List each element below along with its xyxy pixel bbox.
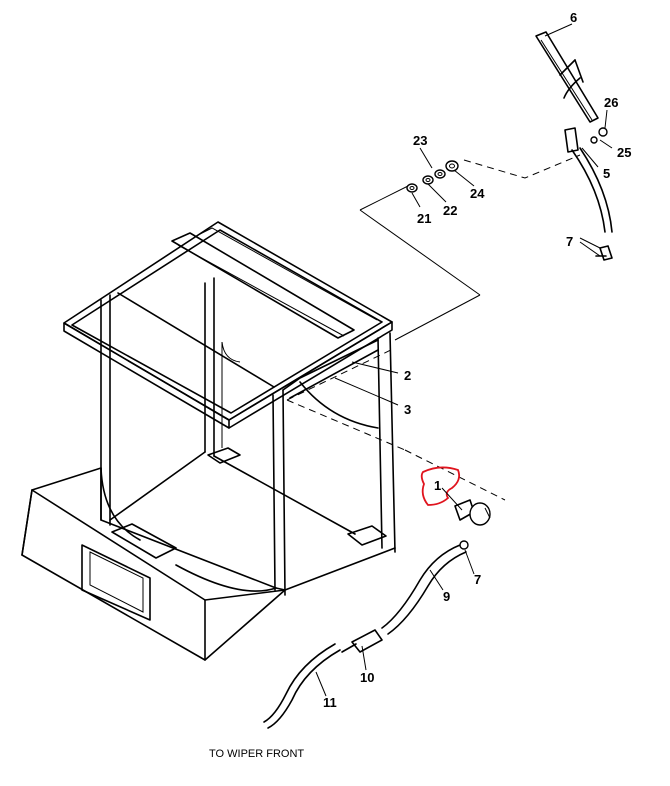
leader-lines	[286, 154, 581, 501]
callout-1: 1	[434, 478, 441, 493]
washer-nozzle	[454, 499, 491, 526]
callout-21: 21	[417, 211, 431, 226]
callout-26: 26	[604, 95, 618, 110]
wiper-assembly	[535, 31, 613, 261]
callout-9: 9	[443, 589, 450, 604]
callout-11: 11	[323, 695, 337, 710]
cab-frame	[100, 277, 396, 596]
highlight-outline	[420, 466, 461, 506]
hardware-stack	[406, 160, 459, 193]
callout-2: 2	[404, 368, 411, 383]
callout-24: 24	[470, 186, 485, 201]
cab-roof	[63, 221, 393, 429]
cab-base	[21, 467, 286, 661]
washer-hoses	[263, 540, 469, 729]
callout-7-top: 7	[566, 234, 573, 249]
callout-leaders	[315, 23, 613, 697]
callout-7-bottom: 7	[474, 572, 481, 587]
caption-to-wiper-front: TO WIPER FRONT	[209, 748, 304, 760]
callout-10: 10	[360, 670, 374, 685]
callout-23: 23	[413, 133, 427, 148]
callout-3: 3	[404, 402, 411, 417]
callout-25: 25	[617, 145, 631, 160]
callout-6: 6	[570, 10, 577, 25]
callout-22: 22	[443, 203, 457, 218]
callout-5: 5	[603, 166, 610, 181]
